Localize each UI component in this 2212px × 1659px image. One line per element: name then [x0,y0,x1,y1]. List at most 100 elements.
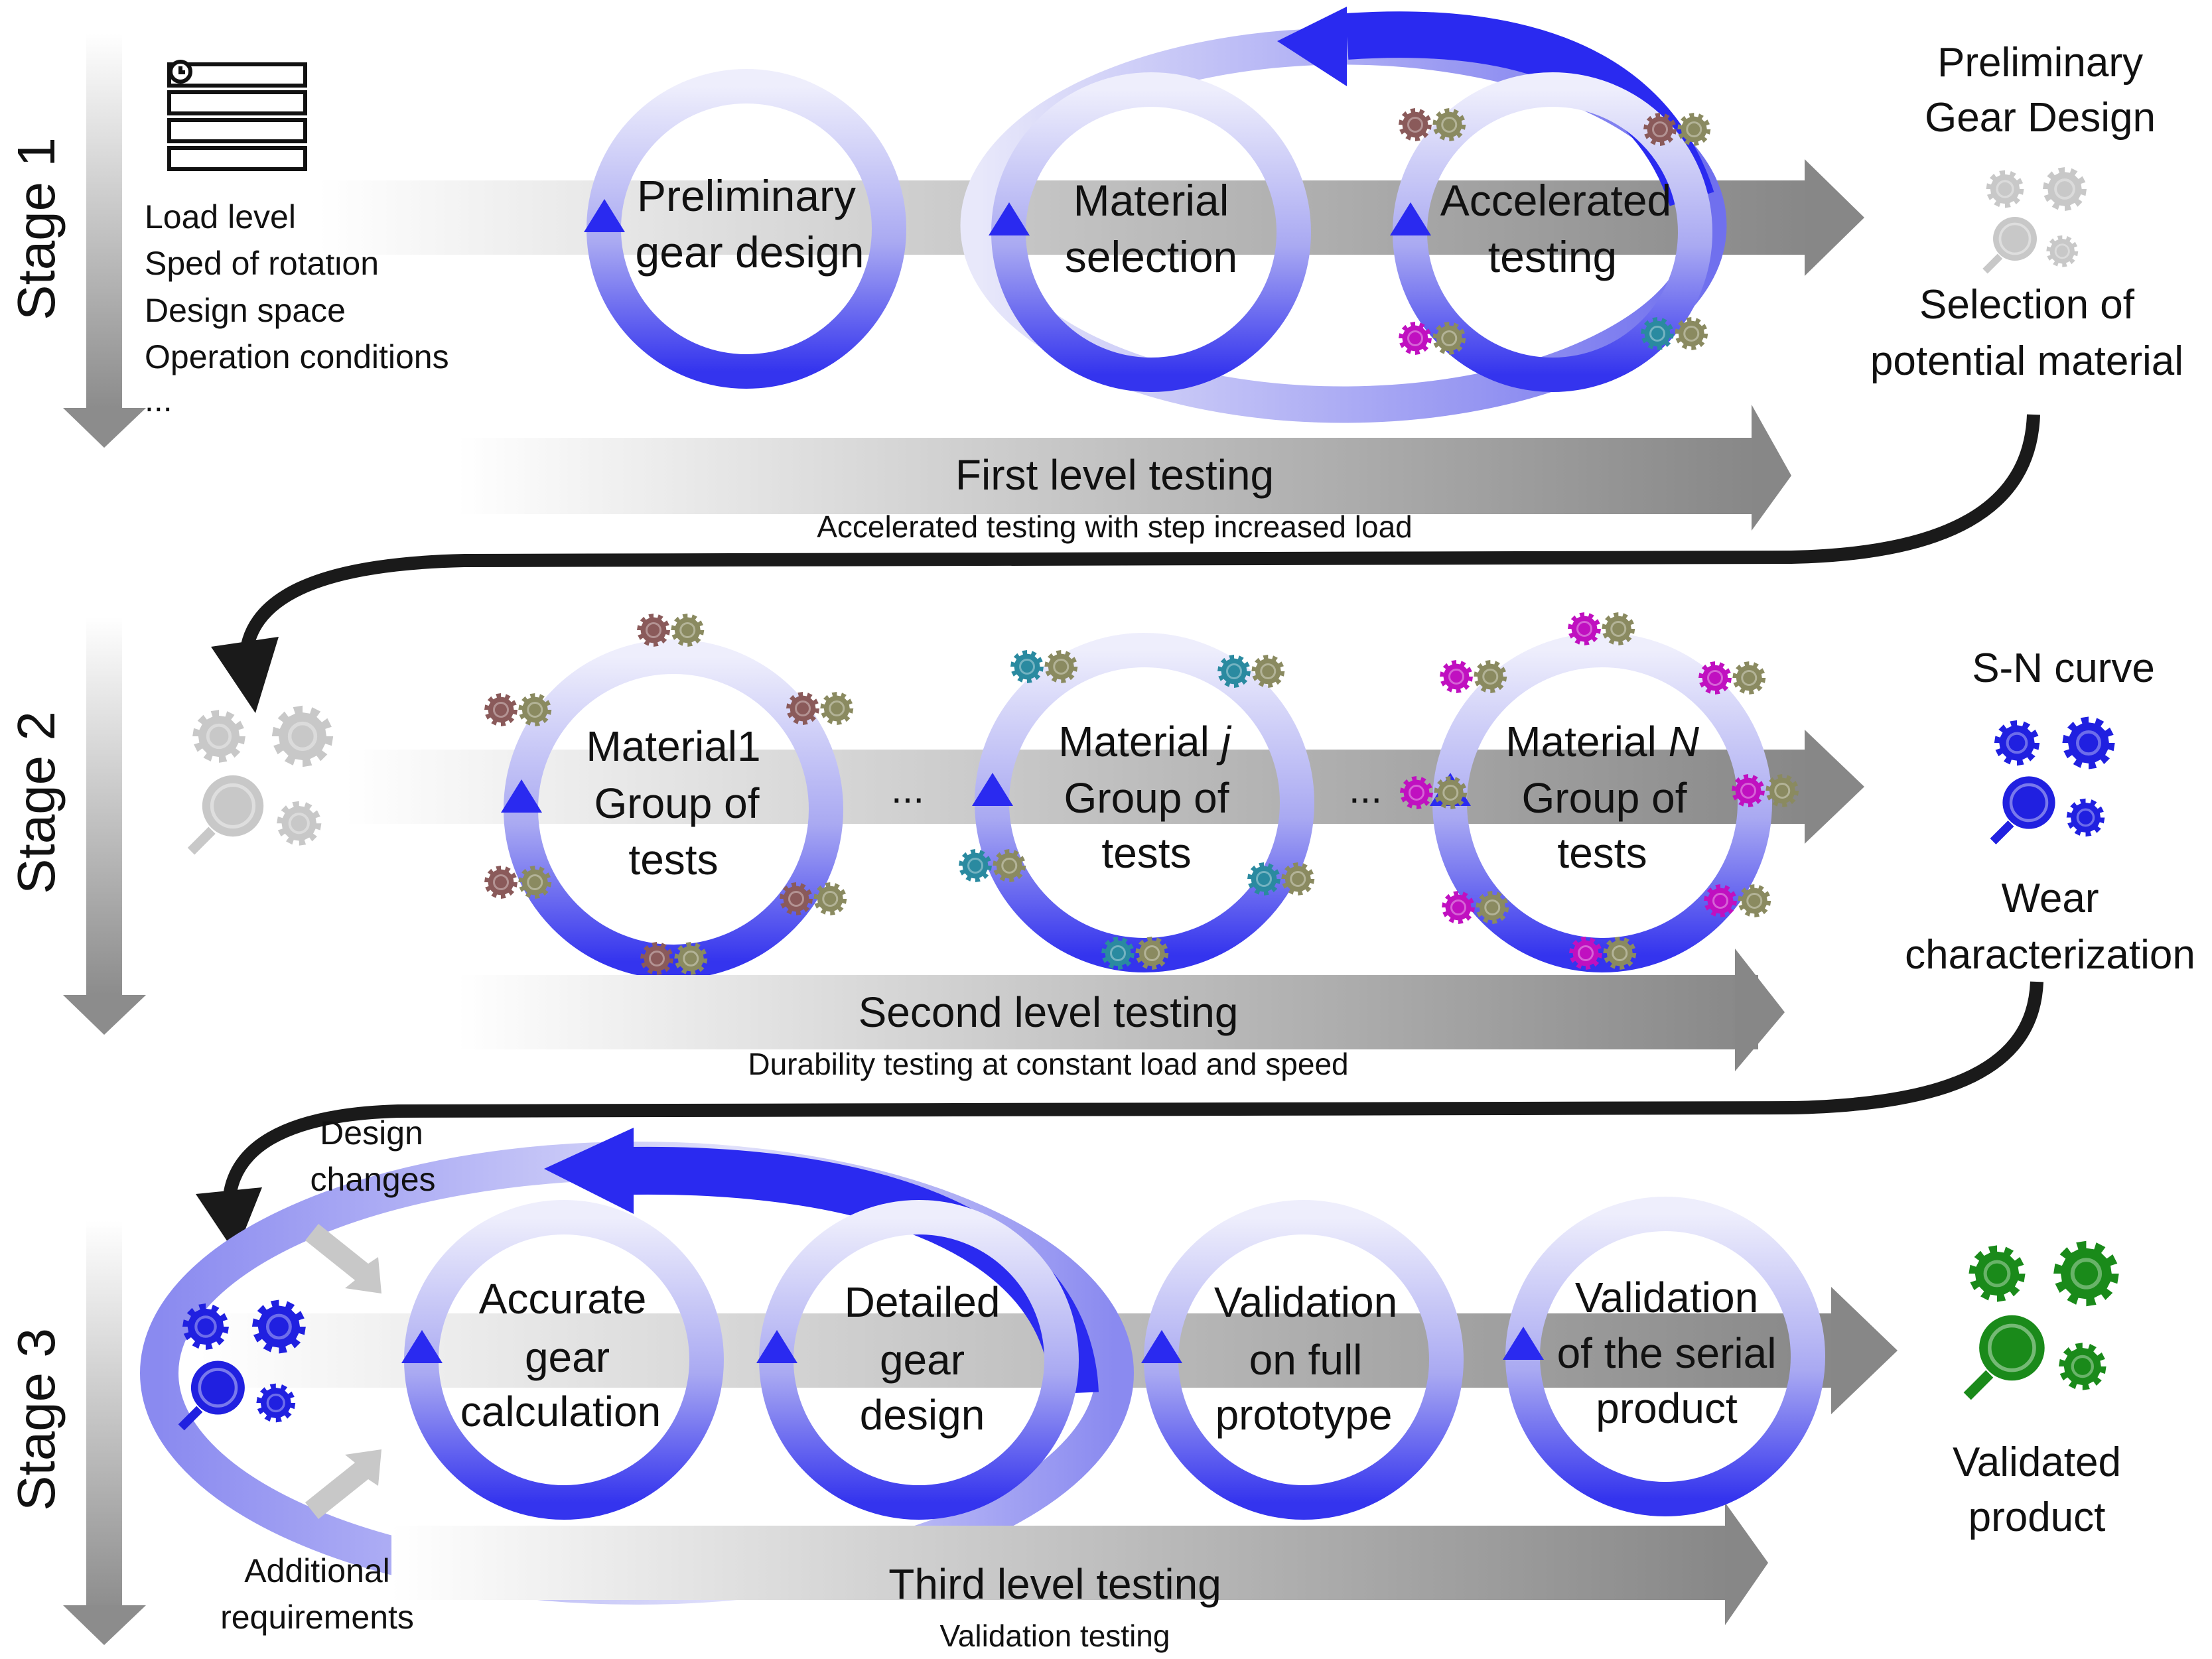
gear-icon [1698,661,1732,695]
svg-text:Material: Material [1073,176,1229,225]
stage3-circle-validation-full-prototype: Validation on full prototype [1141,1200,1464,1520]
svg-text:Validation: Validation [1214,1278,1397,1326]
gear-icon [671,614,705,647]
handle [187,827,216,855]
handle [1990,821,2014,844]
second-level-testing-title: Second level testing [859,988,1239,1036]
additional-requirements-label: requirements [220,1599,414,1636]
design-changes-label: Design [320,1114,423,1152]
svg-text:Accelerated: Accelerated [1440,176,1672,225]
stage2-circle-material1: Material1 Group of tests [501,639,843,979]
gear-icon [2046,235,2079,267]
svg-text:selection: selection [1065,232,1238,281]
ellipsis: ... [891,767,924,811]
stage2-output: S-N curve Wear characterization [1905,645,2195,978]
stage1-label: Stage 1 [7,137,66,320]
svg-text:Accurate: Accurate [479,1275,647,1323]
gear-icon [518,693,552,726]
gear-icon [1434,776,1468,809]
gear-icon [1440,660,1473,693]
gear-icon [1010,650,1044,683]
svg-text:Validation: Validation [1575,1274,1758,1321]
gear-icon [256,1383,296,1423]
svg-text:calculation: calculation [460,1388,661,1435]
gear-icon [251,1299,306,1354]
svg-text:design: design [860,1391,985,1439]
gear-icon [484,693,518,726]
gear-icon [1399,108,1432,141]
svg-text:tests: tests [628,836,718,884]
gray-gears-icon [187,705,334,855]
svg-text:S-N curve: S-N curve [1972,645,2155,691]
svg-text:potential material: potential material [1870,338,2183,384]
stage3-main-arrow [199,1287,1898,1414]
gear-icon [1474,660,1507,693]
gear-icon [484,866,518,899]
gear-icon [780,882,813,915]
stage1-circle-accelerated-testing: Accelerated testing [1390,72,1712,392]
gear-pairs-stage1 [1399,108,1711,355]
svg-text:Material j: Material j [1058,718,1231,765]
gear-icon [674,942,708,975]
input-item: ... [145,381,173,419]
svg-text:Group of: Group of [1064,774,1229,822]
gear-icon [518,866,552,899]
gear-icon [1677,113,1711,146]
additional-requirements-arrow [305,1449,381,1519]
magnifier-gear-icon [202,775,264,837]
gear-icon [640,942,673,975]
svg-text:Group of: Group of [1521,774,1687,822]
svg-text:Validated: Validated [1953,1439,2121,1485]
gear-icon [1476,891,1509,924]
svg-text:characterization: characterization [1905,932,2195,978]
magnifier-gear-icon [190,1360,245,1415]
gear-icon [1602,612,1635,645]
handle [1982,253,2003,274]
svg-text:testing: testing [1488,232,1617,281]
first-level-testing-subtitle: Accelerated testing with step increased … [817,509,1413,544]
svg-text:gear design: gear design [636,228,864,277]
magnifier-gear-icon [2002,776,2055,829]
stage1-vertical-arrow [63,33,146,448]
gear-icon [1251,655,1285,688]
stage3-circle-accurate-gear-calculation: Accurate gear calculation [401,1200,724,1520]
gear-icon [2066,798,2105,837]
input-item: Load level [145,198,296,235]
stage2-vertical-arrow [63,617,146,1035]
svg-text:prototype: prototype [1215,1391,1393,1439]
gear-pairs-stage2 [484,612,1799,975]
stage3-vertical-arrow [63,1221,146,1645]
gear-icon [1994,720,2040,766]
input-item: Design space [145,292,346,329]
handle [178,1406,203,1431]
stage2-label: Stage 2 [7,711,66,894]
green-gears-icon [1963,1240,2119,1400]
gear-icon [1675,317,1708,350]
svg-text:Selection of: Selection of [1919,282,2135,328]
stage1-main-arrow [318,159,1864,276]
gray-gears-icon [1982,167,2087,274]
svg-text:Preliminary: Preliminary [1937,40,2143,86]
gear-icon [1738,884,1771,917]
second-level-testing-arrow: Second level testing Durability testing … [458,949,1785,1081]
document-icon [167,60,307,171]
gear-icon [1732,774,1765,807]
gear-icon [637,614,670,647]
gear-icon [1281,862,1315,896]
gear-icon [1986,170,2024,208]
svg-text:product: product [1596,1384,1738,1432]
first-level-testing-title: First level testing [955,451,1274,499]
svg-text:product: product [1969,1494,2106,1540]
svg-text:Wear: Wear [2001,876,2099,921]
gear-icon [2043,167,2087,211]
stage3-label: Stage 3 [7,1328,66,1511]
ellipsis: ... [1349,767,1382,811]
gear-icon [271,705,334,767]
svg-text:tests: tests [1101,829,1191,877]
blue-gears-icon [178,1299,306,1431]
design-changes-arrow [305,1224,381,1294]
third-level-testing-arrow: Third level testing Validation testing [391,1502,1768,1653]
stage3-circle-detailed-gear-design: Detailed gear design [756,1200,1079,1520]
handle [1963,1370,1994,1400]
